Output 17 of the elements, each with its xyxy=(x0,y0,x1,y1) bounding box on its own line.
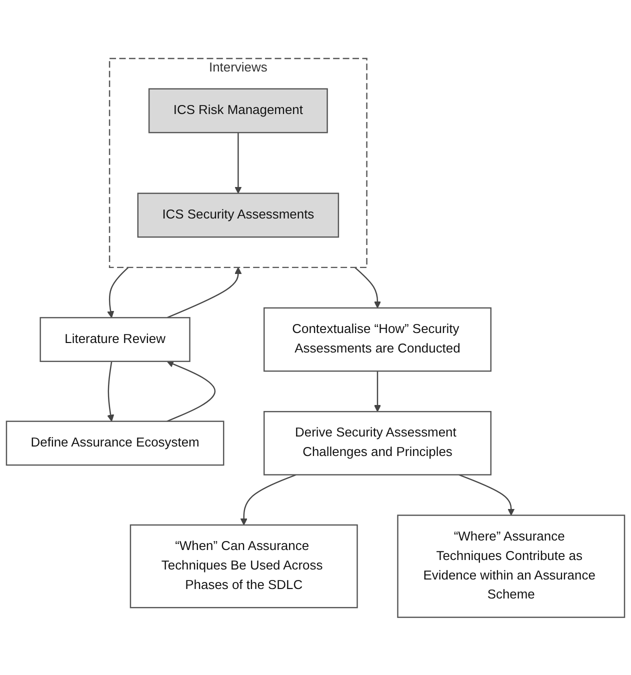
arrow xyxy=(374,370,382,412)
node-box: ICS Security Assessments xyxy=(137,192,340,238)
node-box: Define Assurance Ecosystem xyxy=(6,420,224,466)
arrow xyxy=(166,266,242,318)
node-box: Contextualise “How” Security Assessments are Conducted xyxy=(264,306,492,372)
arrow xyxy=(354,266,382,308)
arrow xyxy=(166,360,216,422)
arrow xyxy=(240,474,296,525)
arrow xyxy=(107,266,129,318)
node-box: ICS Risk Management xyxy=(148,88,328,133)
arrow xyxy=(234,132,242,194)
node-box: “When” Can Assurance Techniques Be Used Across Phases of the SDLC xyxy=(130,524,358,608)
arrow xyxy=(107,360,114,422)
arrow xyxy=(458,474,515,516)
node-box: Derive Security Assessment Challenges and Principles xyxy=(264,410,492,475)
node-box: Literature Review xyxy=(40,316,190,362)
node-box: “Where” Assurance Techniques Contribute as Evidence within an Assurance Scheme xyxy=(397,514,626,618)
